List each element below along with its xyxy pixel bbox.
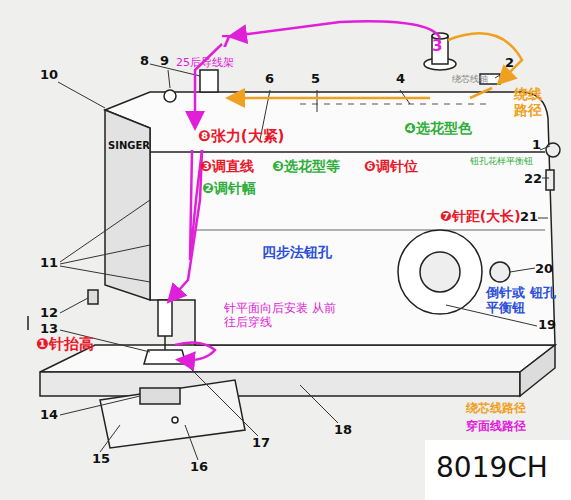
control-name: ❻调针位 bbox=[364, 158, 418, 174]
callout-number: 13 bbox=[40, 322, 58, 337]
note: 25后导线架 bbox=[176, 57, 234, 70]
leader-line bbox=[58, 64, 550, 460]
control-name: ❸调直线 bbox=[200, 158, 254, 174]
bed bbox=[40, 345, 555, 396]
machine-body bbox=[105, 92, 555, 345]
plate bbox=[425, 440, 571, 500]
callout-number: 16 bbox=[190, 460, 208, 475]
model-number: 8019CH bbox=[436, 452, 548, 484]
callout-number: 2 bbox=[505, 56, 514, 71]
note: 针平面向后安装 从前往后穿线 bbox=[224, 302, 336, 330]
pattern-marks bbox=[300, 104, 486, 105]
callout-number: 8 bbox=[140, 54, 149, 69]
callout-number: 11 bbox=[40, 256, 58, 271]
thread-path bbox=[170, 21, 522, 360]
control-name: 倒针或 钮孔平衡钮 bbox=[486, 286, 556, 316]
callout-number: 21 bbox=[520, 210, 538, 225]
callout-number: 9 bbox=[160, 54, 169, 69]
control-name: ❶针抬高 bbox=[36, 336, 94, 353]
callout-number: 5 bbox=[311, 72, 320, 87]
callout-number: 22 bbox=[524, 172, 542, 187]
control-name: ❸选花型等 bbox=[272, 158, 340, 174]
callout-number: 3 bbox=[432, 38, 442, 55]
needle-bar bbox=[28, 290, 245, 448]
brand: SINGER bbox=[108, 140, 150, 152]
callout-number: 15 bbox=[92, 452, 110, 467]
callout-number: 14 bbox=[40, 408, 58, 423]
control-name: ❼针距(大长) bbox=[440, 208, 521, 224]
legend-note: 绕芯线路径 bbox=[466, 402, 526, 416]
control-name: ❽张力(大紧) bbox=[198, 128, 284, 145]
callout-number: 7 bbox=[221, 34, 231, 51]
part-name: 钮孔花样平衡钮 bbox=[470, 156, 533, 166]
callout-number: 1 bbox=[532, 138, 541, 153]
callout-number: 18 bbox=[334, 423, 352, 438]
part-name: 绕芯线轴 bbox=[452, 74, 488, 84]
callout-number: 12 bbox=[40, 306, 58, 321]
callout-number: 10 bbox=[40, 68, 58, 83]
spool bbox=[164, 33, 500, 102]
callout-number: 20 bbox=[535, 262, 553, 277]
note: 绕线 路径 bbox=[514, 86, 546, 118]
legend-note: 穿面线路径 bbox=[466, 420, 526, 434]
callout-number: 6 bbox=[265, 72, 274, 87]
callout-number: 17 bbox=[252, 436, 270, 451]
control-name: ❹选花型色 bbox=[404, 120, 472, 136]
control-name: 四步法钮孔 bbox=[262, 244, 332, 260]
control-name: ❷调针幅 bbox=[202, 180, 256, 196]
callout-number: 4 bbox=[396, 72, 405, 87]
callout-number: 19 bbox=[538, 318, 556, 333]
